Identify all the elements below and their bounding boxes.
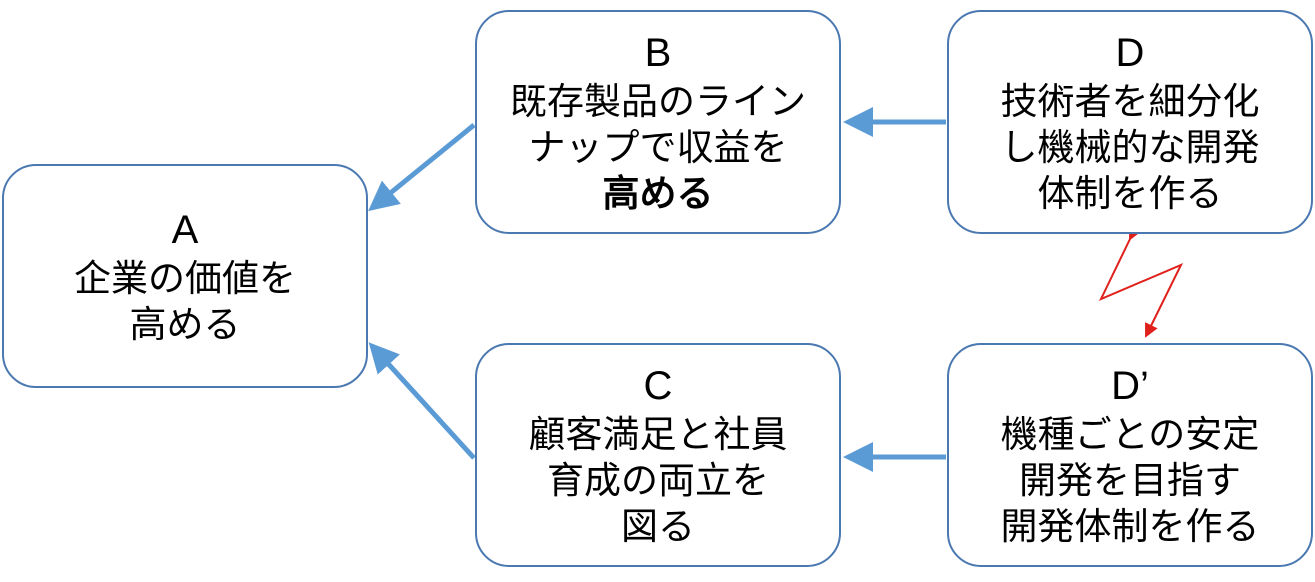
node-d: D 技術者を細分化 し機械的な開発 体制を作る <box>947 10 1313 234</box>
node-b-line-3: 高める <box>602 172 714 215</box>
node-b-line-1: 既存製品のライン <box>510 80 806 123</box>
arrow-c-to-a <box>368 342 476 460</box>
node-a-letter: A <box>171 208 199 252</box>
node-d-letter: D <box>1115 31 1145 75</box>
node-d-prime-line-3: 開発体制を作る <box>1000 505 1260 548</box>
arrow-b-to-a <box>368 123 476 212</box>
conflict-arrow-d-dprime <box>1098 225 1184 338</box>
node-c-line-1: 顧客満足と社員 <box>528 413 788 456</box>
node-d-line-3: 体制を作る <box>1037 172 1223 215</box>
node-d-line-1: 技術者を細分化 <box>1000 80 1260 123</box>
node-d-prime-line-2: 開発を目指す <box>1019 459 1241 502</box>
node-a-line-2: 高める <box>129 303 241 346</box>
node-d-prime-letter: D’ <box>1111 364 1149 408</box>
node-b: B 既存製品のライン ナップで収益を 高める <box>475 10 841 234</box>
node-a: A 企業の価値を 高める <box>2 164 368 388</box>
node-d-prime: D’ 機種ごとの安定 開発を目指す 開発体制を作る <box>947 343 1313 567</box>
node-c: C 顧客満足と社員 育成の両立を 図る <box>475 343 841 567</box>
node-c-letter: C <box>643 364 673 408</box>
node-c-line-3: 図る <box>621 505 695 548</box>
node-a-line-1: 企業の価値を <box>74 257 296 300</box>
node-b-letter: B <box>644 31 672 75</box>
node-b-line-2: ナップで収益を <box>528 126 788 169</box>
node-d-prime-line-1: 機種ごとの安定 <box>1000 413 1260 456</box>
node-d-line-2: し機械的な開発 <box>1000 126 1260 169</box>
node-c-line-2: 育成の両立を <box>547 459 769 502</box>
